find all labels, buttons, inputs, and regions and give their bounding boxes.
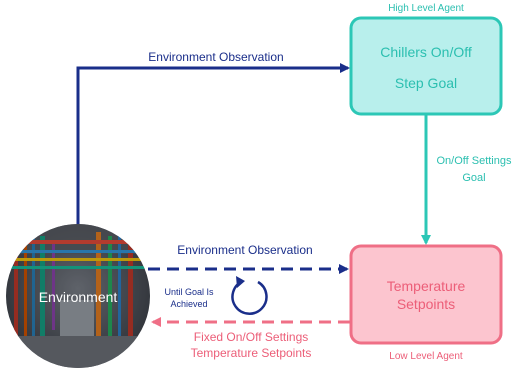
edge-environment-observation-mid: Environment Observation [148, 243, 349, 274]
high-level-agent-label-line1: Chillers On/Off [380, 44, 472, 60]
environment-node: Environment [6, 224, 150, 368]
loop-label-line1: Until Goal Is [164, 287, 214, 297]
high-level-agent-label-line2: Step Goal [395, 75, 457, 91]
low-level-agent-label-line1: Temperature [387, 278, 466, 294]
edge-label-goal-line1: On/Off Settings [436, 155, 512, 167]
loop-arrow-icon [231, 279, 268, 315]
edge-environment-observation-top: Environment Observation [76, 50, 350, 226]
high-level-agent-node: Chillers On/Off Step Goal [349, 16, 503, 116]
high-level-agent-caption: High Level Agent [388, 3, 464, 14]
low-level-agent-node: Temperature Setpoints [349, 244, 503, 345]
edge-label-top-observation: Environment Observation [148, 50, 283, 64]
edge-label-action-line1: Fixed On/Off Settings [194, 330, 309, 344]
edge-label-goal-line2: Goal [462, 172, 485, 184]
low-level-agent-label-line2: Setpoints [397, 296, 455, 312]
environment-label: Environment [39, 289, 118, 305]
edge-action: Fixed On/Off Settings Temperature Setpoi… [151, 317, 350, 360]
edge-label-action-line2: Temperature Setpoints [191, 346, 312, 360]
low-level-agent-caption: Low Level Agent [389, 351, 463, 362]
edge-goal: On/Off Settings Goal [421, 115, 512, 245]
edge-label-mid-observation: Environment Observation [177, 243, 312, 257]
loop-indicator: Until Goal Is Achieved [164, 276, 268, 315]
loop-arrowhead-icon [236, 276, 245, 288]
loop-label-line2: Achieved [170, 299, 207, 309]
